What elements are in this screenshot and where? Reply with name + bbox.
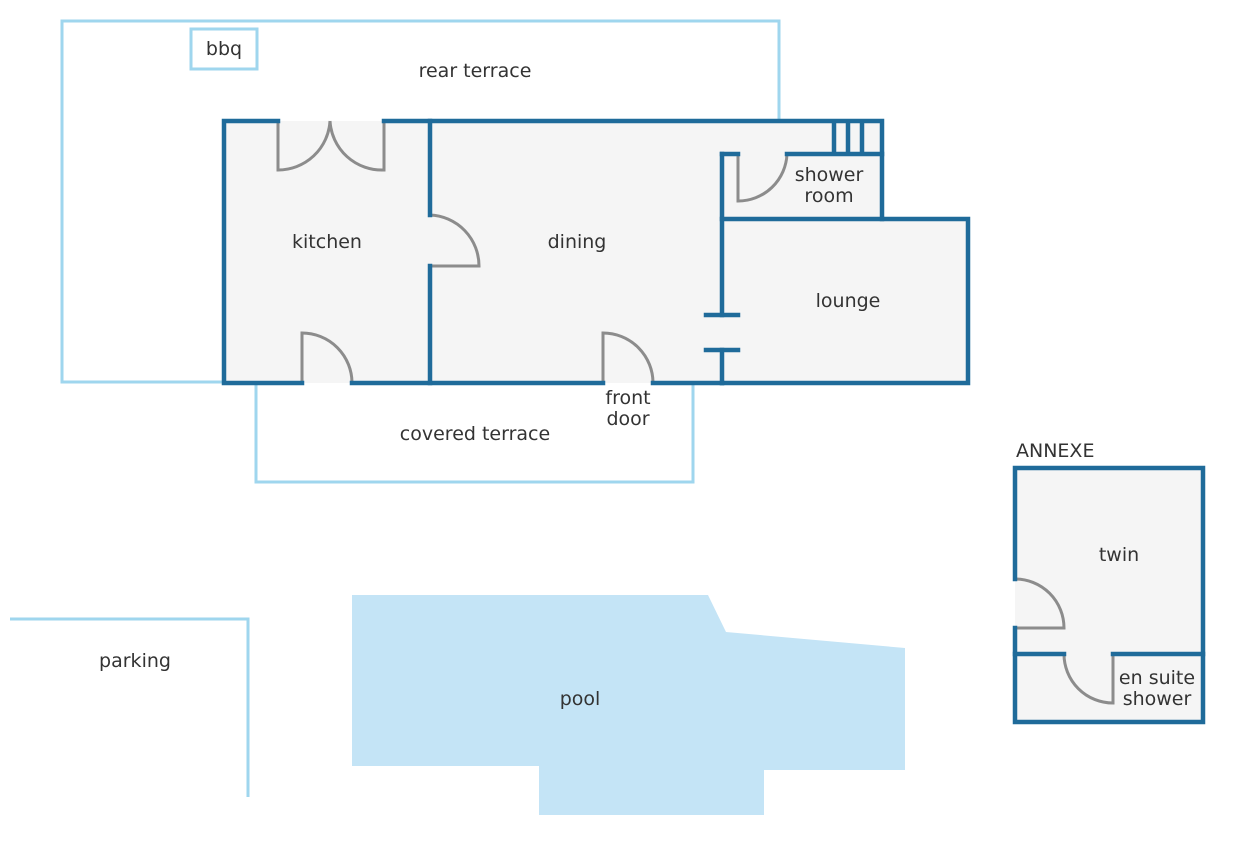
twin-label: twin	[1099, 544, 1139, 566]
front-door-label-line1: front	[605, 387, 650, 409]
lounge-room	[722, 219, 968, 383]
doors	[276, 120, 1115, 705]
parking-label: parking	[99, 650, 171, 672]
shower-room-door	[736, 153, 789, 203]
annexe-door	[1014, 577, 1066, 630]
pool-label: pool	[560, 688, 601, 710]
kitchen-dining-door	[429, 213, 481, 268]
main-house-walls	[221, 118, 971, 386]
lounge-label: lounge	[816, 290, 881, 312]
bbq-area	[189, 27, 259, 71]
covered-terrace-label: covered terrace	[400, 423, 550, 445]
covered-terrace	[254, 384, 695, 484]
annexe-label: ANNEXE	[1016, 440, 1094, 462]
rear-terrace	[60, 19, 781, 384]
twin-room	[1015, 468, 1203, 654]
rear-door-left	[276, 120, 332, 172]
shower-room-label-line2: room	[804, 185, 853, 207]
dining-corner	[722, 121, 882, 154]
shower-room-label-line1: shower	[795, 164, 864, 186]
front-door-label-line2: door	[606, 408, 649, 430]
kitchen-label: kitchen	[292, 231, 362, 253]
front-door-swing	[601, 331, 655, 384]
en-suite-door	[1062, 653, 1115, 705]
rear-door-right	[328, 120, 386, 172]
rear-terrace-label: rear terrace	[419, 60, 532, 82]
parking-area	[10, 617, 250, 797]
en-suite-label-line1: en suite	[1119, 667, 1195, 689]
bbq-label: bbq	[206, 38, 242, 60]
kitchen-terrace-door	[300, 331, 354, 384]
en-suite-label-line2: shower	[1123, 688, 1192, 710]
dining-label: dining	[548, 231, 607, 253]
shower-room	[722, 154, 882, 219]
en-suite-room	[1015, 654, 1203, 722]
annexe-walls	[1012, 465, 1206, 725]
pool	[352, 595, 905, 815]
